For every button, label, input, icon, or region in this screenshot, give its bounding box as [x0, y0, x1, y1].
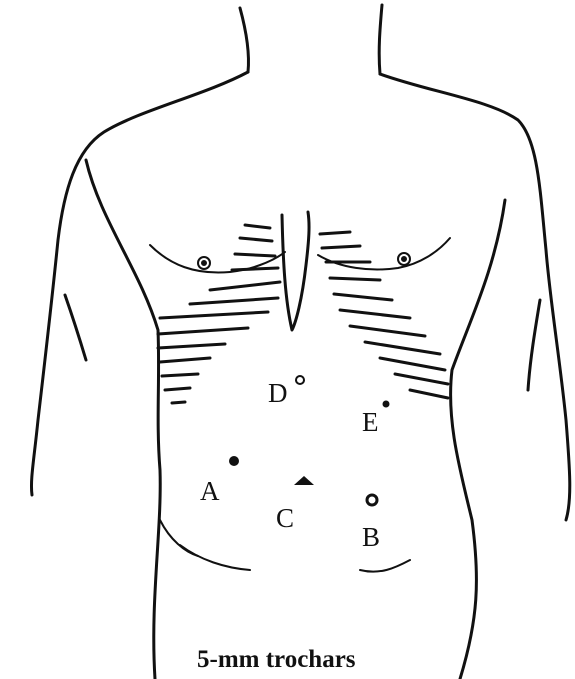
- port-e-marker: [383, 401, 390, 408]
- port-markers: [229, 376, 390, 505]
- chest-contours: [150, 238, 450, 273]
- port-a-marker: [229, 456, 239, 466]
- port-b-marker: [367, 495, 377, 505]
- figure-caption: 5-mm trochars: [197, 646, 356, 673]
- port-d-marker: [296, 376, 304, 384]
- port-d-label: D: [268, 378, 288, 408]
- torso-outline: [31, 5, 569, 679]
- port-c-label: C: [276, 503, 294, 533]
- port-b-label: B: [362, 522, 380, 552]
- sternum: [282, 212, 309, 330]
- port-c-marker: [294, 476, 314, 485]
- port-a-label: A: [200, 476, 220, 506]
- port-e-label: E: [362, 407, 379, 437]
